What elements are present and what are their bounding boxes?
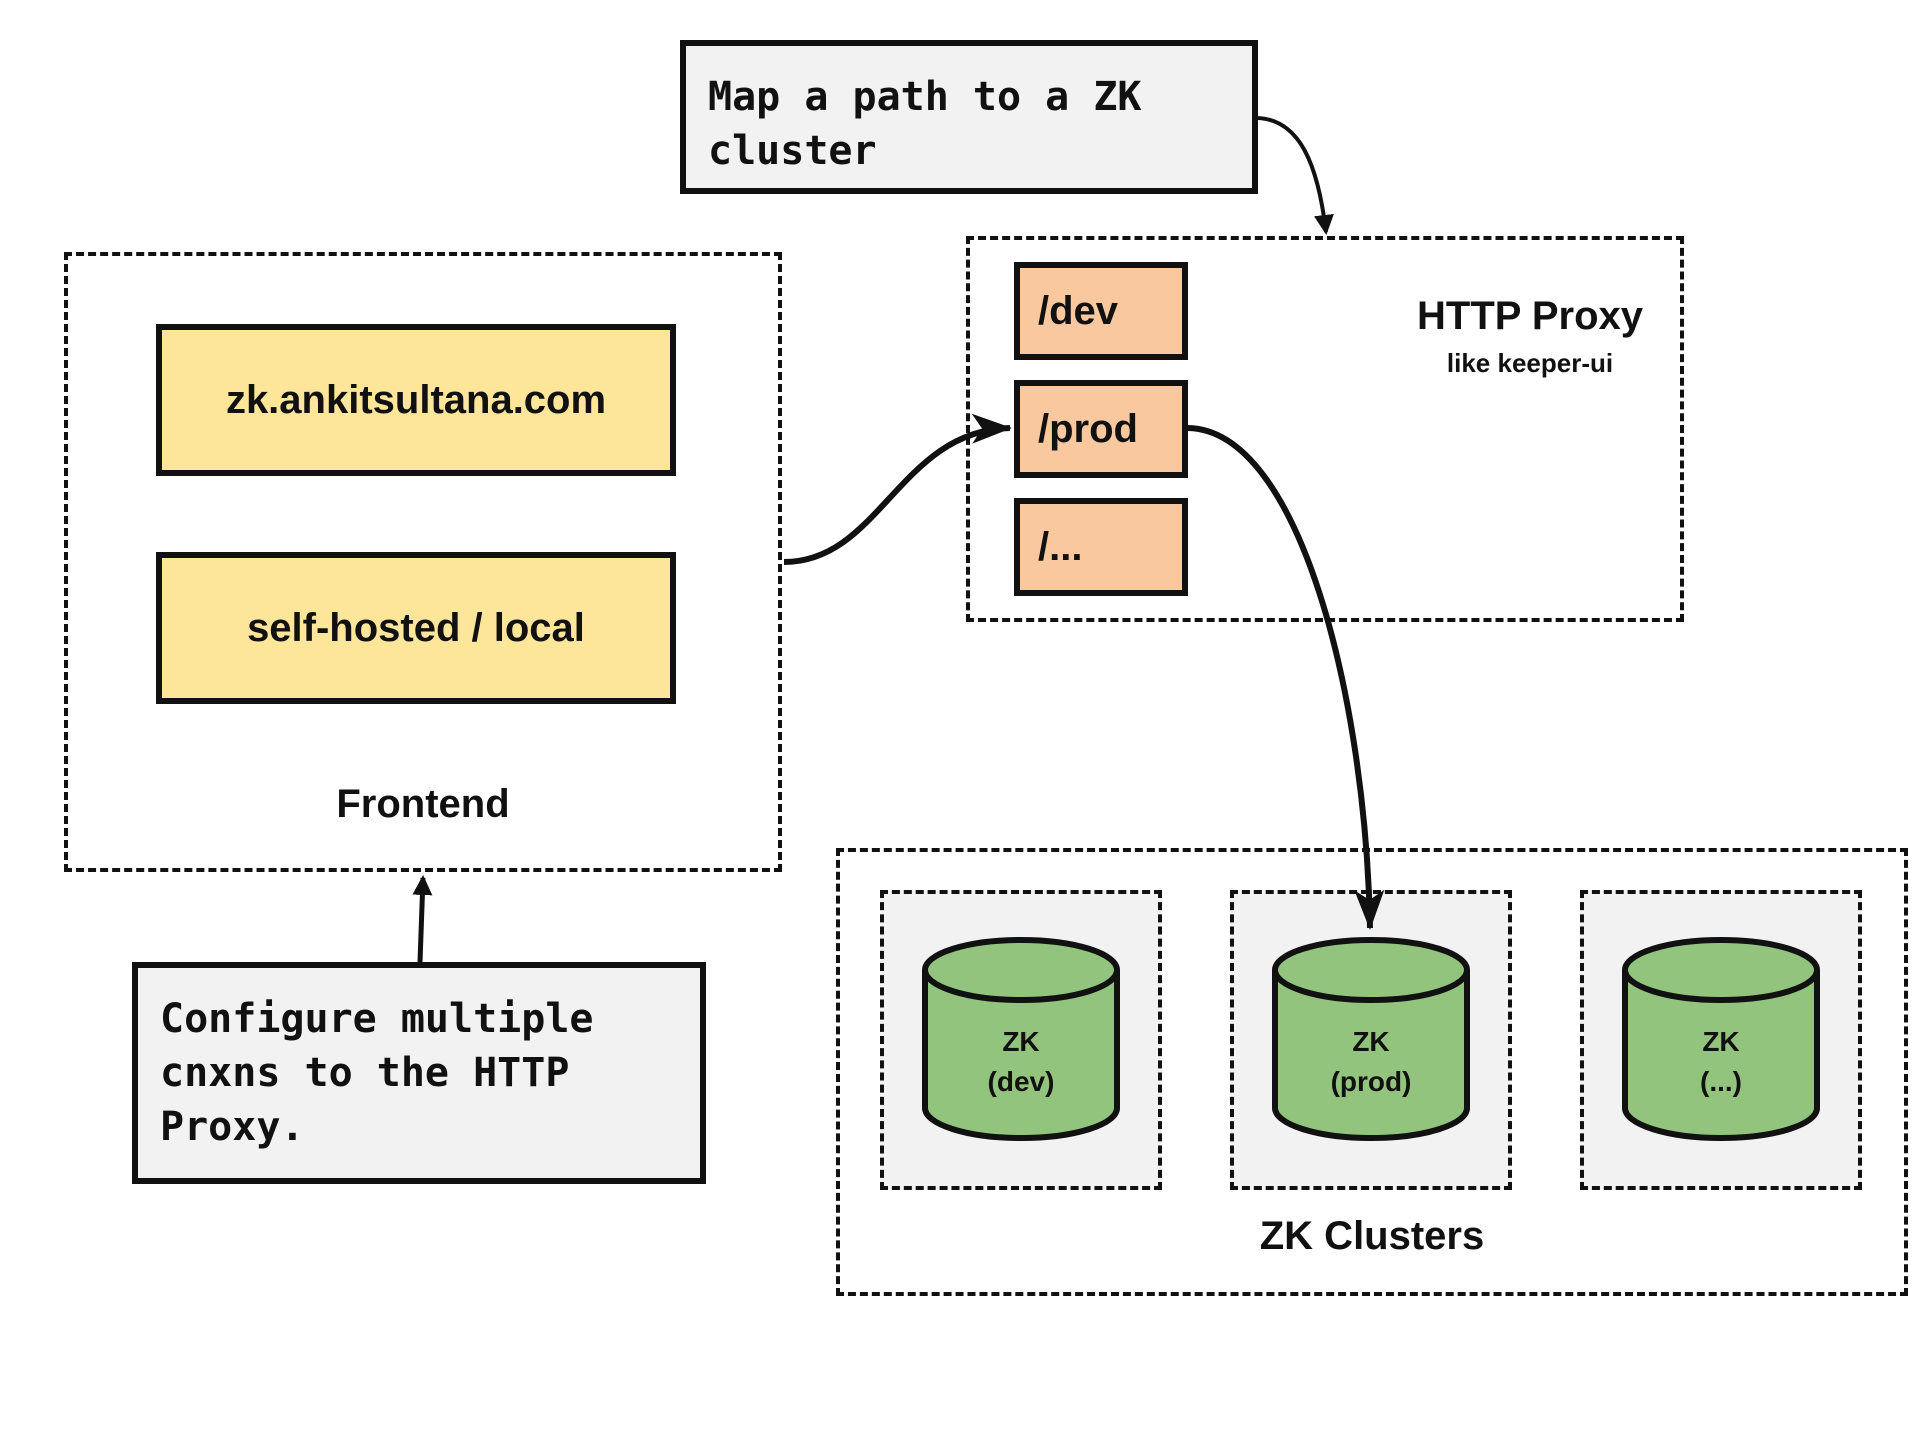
- zk-other-name: ZK: [1702, 1026, 1740, 1057]
- arrow-prod-to-zk: [1187, 425, 1385, 930]
- proxy-subtitle: like keeper-ui: [1446, 348, 1614, 378]
- frontend-title: Frontend: [336, 782, 510, 826]
- route-other: /...: [1014, 498, 1188, 596]
- database-icon-other: [1622, 937, 1820, 1141]
- frontend-group: [64, 252, 782, 872]
- proxy-title: HTTP Proxy: [1417, 294, 1643, 338]
- route-dev: /dev: [1014, 262, 1188, 360]
- route-prod: /prod: [1014, 380, 1188, 478]
- zk-dev-label: ZK (dev): [925, 1022, 1117, 1102]
- arrow-config-to-frontend: [412, 875, 433, 963]
- frontend-item-self-hosted: self-hosted / local: [156, 552, 676, 704]
- arrow-frontend-to-prod: [783, 413, 1012, 565]
- database-icon-prod: [1272, 937, 1470, 1141]
- path-map-note: Map a path to a ZK cluster: [680, 40, 1258, 194]
- zk-prod-env: (prod): [1330, 1066, 1412, 1097]
- database-icon-dev: [922, 937, 1120, 1141]
- zk-other-label: ZK (...): [1625, 1022, 1817, 1102]
- zk-prod-label: ZK (prod): [1275, 1022, 1467, 1102]
- zk-prod-name: ZK: [1352, 1026, 1390, 1057]
- arrow-note-to-proxy: [1257, 116, 1334, 235]
- clusters-title: ZK Clusters: [1259, 1214, 1485, 1258]
- zk-dev-env: (dev): [987, 1066, 1055, 1097]
- configure-note: Configure multiple cnxns to the HTTP Pro…: [132, 962, 706, 1184]
- frontend-item-hosted: zk.ankitsultana.com: [156, 324, 676, 476]
- zk-other-env: (...): [1700, 1066, 1742, 1097]
- zk-dev-name: ZK: [1002, 1026, 1040, 1057]
- clusters-group: [836, 848, 1908, 1296]
